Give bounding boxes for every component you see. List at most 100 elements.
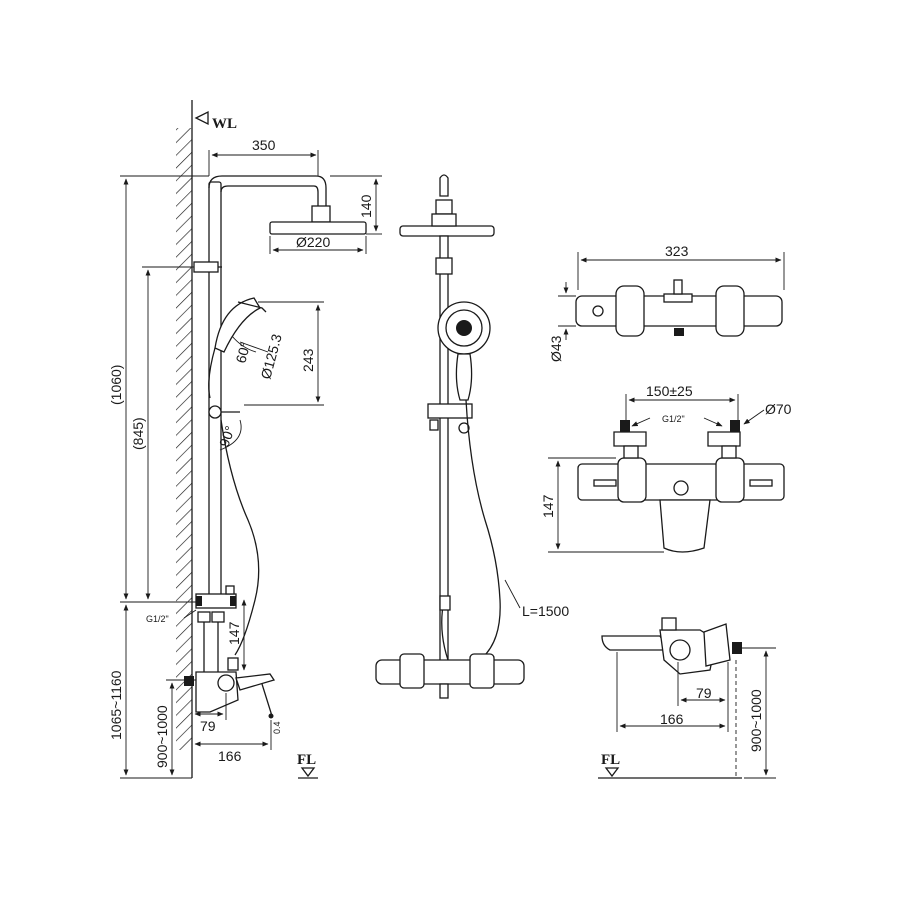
spout-reach-label: 166 [218,748,242,764]
front-head-connector [435,199,453,215]
body-diameter-label: Ø43 [548,335,564,362]
dim-body-diameter: Ø43 [548,282,576,362]
head-drop-label: 140 [358,194,374,218]
riser-pipe [208,181,222,603]
dim-spout-reach: 166 [194,720,272,764]
wall-hatching [176,128,192,750]
dim-inlet: G1/2" [146,609,197,624]
outlet-stream [261,683,273,717]
shower-hose [220,419,260,656]
front-holder-knob [458,422,470,434]
mixer-wall-flange [184,676,194,686]
centers-label: 150±25 [646,383,693,399]
shower-head-connector [311,205,331,223]
mixer-front-nut-left [623,445,639,459]
dim-head-drop: 140 [330,175,382,235]
mixer-front-view: 150±25 G1/2" Ø70 147 [540,383,792,553]
wall-level-label: WL [212,116,237,132]
mixer-front-height-label: 147 [540,494,556,518]
front-diverter [439,595,451,611]
mixer-side-flange [703,623,731,667]
dim-bar-height: (845) [130,266,194,600]
mixer-height-label: 900~1000 [154,705,170,768]
mixer-side-knob [661,617,677,631]
dim-holder-angle: 90° [216,419,242,451]
inlet-elbow-2 [211,611,225,623]
dim-mixer-front-height: 147 [540,457,664,553]
mixer-front-handle-right [715,457,745,503]
inlet-elbow-1 [197,611,211,623]
dim-mixer-width: 323 [577,243,785,290]
diverter-knob [227,657,239,671]
mixer-top-handle-right [715,285,745,337]
front-hand-shower [437,301,491,401]
dim-mixer-height: 900~1000 [154,679,196,776]
mixer-front-grip-right [749,479,773,487]
hand-shower-angle-label: 60° [232,340,253,365]
hand-shower [208,297,267,399]
side-floor-level-label: FL [297,752,316,768]
overall-height-label: (1060) [108,365,124,405]
front-shower-head [399,225,495,237]
mixer-front-button [673,480,689,496]
dim-mixer-side-height: 900~1000 [736,647,776,779]
shower-head [269,221,367,235]
front-mixer-handle-left [399,653,425,689]
dim-centers: 150±25 G1/2" Ø70 [625,383,792,427]
mixer-top-knob [225,585,235,595]
mixer-top-handle-left [615,285,645,337]
flange-diameter-label: Ø70 [765,401,792,417]
arm-length-label: 350 [252,137,276,153]
mixer-front-spout [659,499,711,553]
bar-height-label: (845) [130,417,146,450]
mixer-side-spout [601,635,670,651]
mixer-front-cap-right [730,420,740,432]
mixer-side-reach-label: 166 [660,711,684,727]
mixer-front-grip-left [593,479,617,487]
mixer-thread-label: G1/2" [662,414,685,424]
hose-length-label: L=1500 [522,603,569,619]
front-mixer-outlet [439,683,449,699]
mixer-side-handle [669,639,691,661]
front-holder [427,403,473,419]
hand-shower-diameter-label: Ø125.3 [257,332,284,381]
dim-mixer-offset: 147 [226,599,247,671]
mixer-side-view: 79 166 900~1000 FL [598,617,776,779]
shower-arm-inner [220,185,319,206]
front-mixer-body [375,659,525,685]
mixer-front-cap-left [620,420,630,432]
front-shower-hose [465,399,501,659]
mixer-top-stem [673,279,683,295]
mount-height-label: 1065~1160 [108,670,124,740]
dim-mixer-side-offset: 79 [677,662,729,732]
mixer-cap-left [196,596,202,606]
front-top-cap [439,174,449,197]
outlet-point [268,713,274,719]
mixer-floor-level-marker-icon [604,767,620,778]
inlet-thread-label: G1/2" [146,614,169,624]
mixer-width-label: 323 [665,243,689,259]
dim-mixer-side-reach: 166 [616,652,726,732]
front-holder-clip [429,419,439,431]
mixer-floor-level-label: FL [601,752,620,768]
mixer-offset-label: 147 [226,621,242,645]
mixer-front-nut-right [721,445,737,459]
hand-shower-holder [208,405,222,419]
mixer-side-height-label: 900~1000 [748,689,764,752]
wall-level-marker-icon [194,110,209,126]
bath-spout [235,673,276,691]
front-mixer-handle-right [469,653,495,689]
mixer-handle [217,674,235,692]
mixer-front-connector-right [707,431,741,447]
dim-overall-height: (1060) [108,175,209,603]
side-floor-level-marker-icon [300,767,316,778]
mixer-top-inlet [663,293,693,303]
dim-arm-length: 350 [208,137,319,176]
mixer-front-handle-left [617,457,647,503]
wall-bracket-top [193,261,219,273]
dim-head-diameter: Ø220 [269,234,367,254]
mixer-top-view: 323 Ø43 [548,243,785,362]
front-head-mount [431,213,457,227]
mixer-top-indicator [592,305,604,317]
